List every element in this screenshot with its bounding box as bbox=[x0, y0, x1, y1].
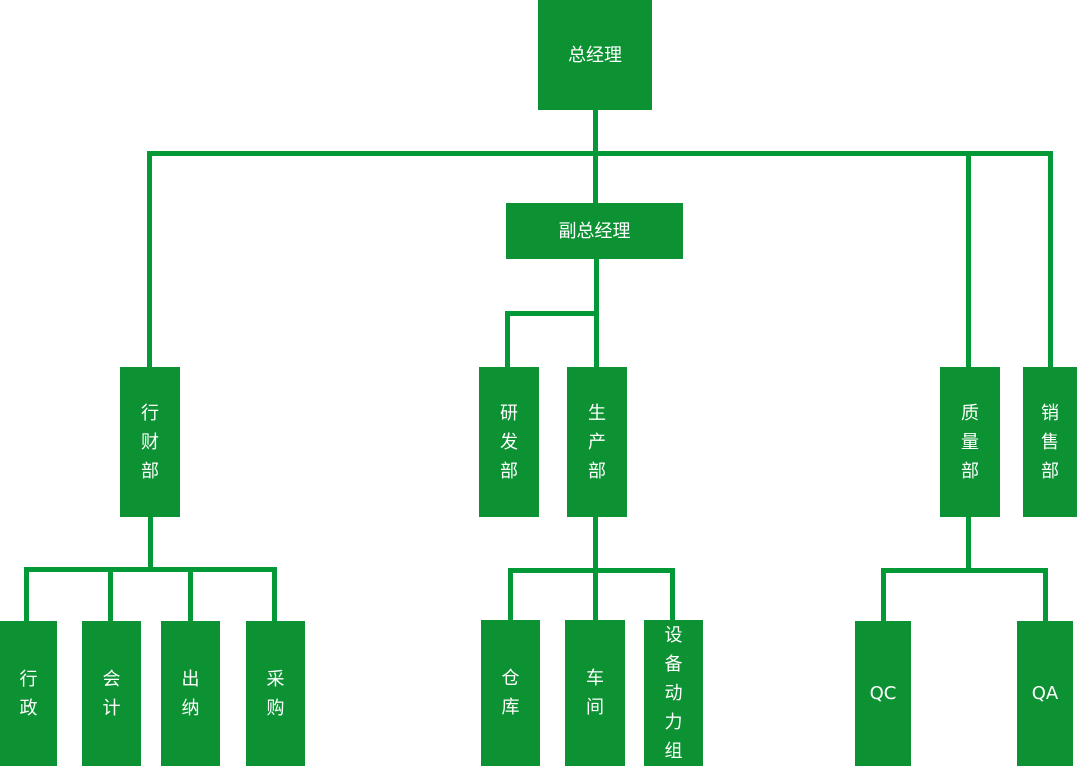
node-qa-label: QA bbox=[1031, 683, 1059, 704]
node-qa: QA bbox=[1017, 621, 1073, 766]
connector-drop-sales bbox=[1048, 151, 1053, 367]
node-admin-finance-dept-label: 行财部 bbox=[141, 402, 159, 482]
node-warehouse-label: 仓库 bbox=[501, 668, 520, 718]
connector-admin-finance-trunk bbox=[148, 517, 153, 572]
connector-level1-rail bbox=[147, 151, 1053, 156]
connector-gm-trunk bbox=[593, 110, 598, 156]
node-qc: QC bbox=[855, 621, 911, 766]
connector-drop-admin-finance bbox=[147, 151, 152, 367]
node-production-dept-label: 生产部 bbox=[588, 402, 606, 482]
node-general-manager: 总经理 bbox=[538, 0, 652, 110]
node-warehouse: 仓库 bbox=[481, 620, 540, 766]
connector-quality-trunk bbox=[966, 517, 971, 573]
node-quality-dept-label: 质量部 bbox=[961, 402, 979, 482]
connector-quality-rail bbox=[881, 568, 1048, 573]
node-qc-label: QC bbox=[869, 683, 897, 704]
node-general-manager-label: 总经理 bbox=[568, 44, 622, 66]
node-quality-dept: 质量部 bbox=[940, 367, 1000, 517]
connector-production-trunk bbox=[593, 517, 598, 573]
connector-drop-warehouse bbox=[508, 568, 513, 620]
node-workshop-label: 车间 bbox=[586, 668, 604, 718]
connector-drop-qc bbox=[881, 568, 886, 621]
node-sales-dept-label: 销售部 bbox=[1041, 402, 1059, 482]
connector-drop-purchasing bbox=[272, 567, 277, 621]
node-rnd-dept-label: 研发部 bbox=[500, 402, 518, 482]
connector-drop-rnd bbox=[505, 311, 510, 367]
node-deputy-general-manager: 副总经理 bbox=[506, 203, 683, 259]
connector-production-rail bbox=[508, 568, 675, 573]
node-admin: 行政 bbox=[0, 621, 57, 766]
node-deputy-general-manager-label: 副总经理 bbox=[558, 220, 631, 242]
node-equipment-power-group-label: 设备动力组 bbox=[664, 624, 683, 762]
connector-drop-admin bbox=[24, 567, 29, 621]
connector-drop-workshop bbox=[593, 573, 598, 620]
connector-drop-equipment-power bbox=[670, 568, 675, 620]
connector-drop-accounting bbox=[108, 567, 113, 621]
node-cashier-label: 出纳 bbox=[181, 668, 200, 719]
connector-drop-qa bbox=[1043, 568, 1048, 621]
node-purchasing-label: 采购 bbox=[266, 668, 285, 719]
node-accounting: 会计 bbox=[82, 621, 141, 766]
node-workshop: 车间 bbox=[565, 620, 625, 766]
node-rnd-dept: 研发部 bbox=[479, 367, 539, 517]
connector-admin-finance-rail bbox=[24, 567, 277, 572]
connector-dgm-rail bbox=[505, 311, 599, 316]
connector-drop-quality bbox=[966, 151, 971, 367]
node-equipment-power-group: 设备动力组 bbox=[644, 620, 703, 766]
node-admin-label: 行政 bbox=[19, 668, 38, 719]
connector-drop-cashier bbox=[188, 567, 193, 621]
node-production-dept: 生产部 bbox=[567, 367, 627, 517]
node-purchasing: 采购 bbox=[246, 621, 305, 766]
node-accounting-label: 会计 bbox=[102, 668, 121, 719]
node-sales-dept: 销售部 bbox=[1023, 367, 1077, 517]
connector-drop-dgm bbox=[593, 156, 598, 203]
node-cashier: 出纳 bbox=[161, 621, 220, 766]
node-admin-finance-dept: 行财部 bbox=[120, 367, 180, 517]
